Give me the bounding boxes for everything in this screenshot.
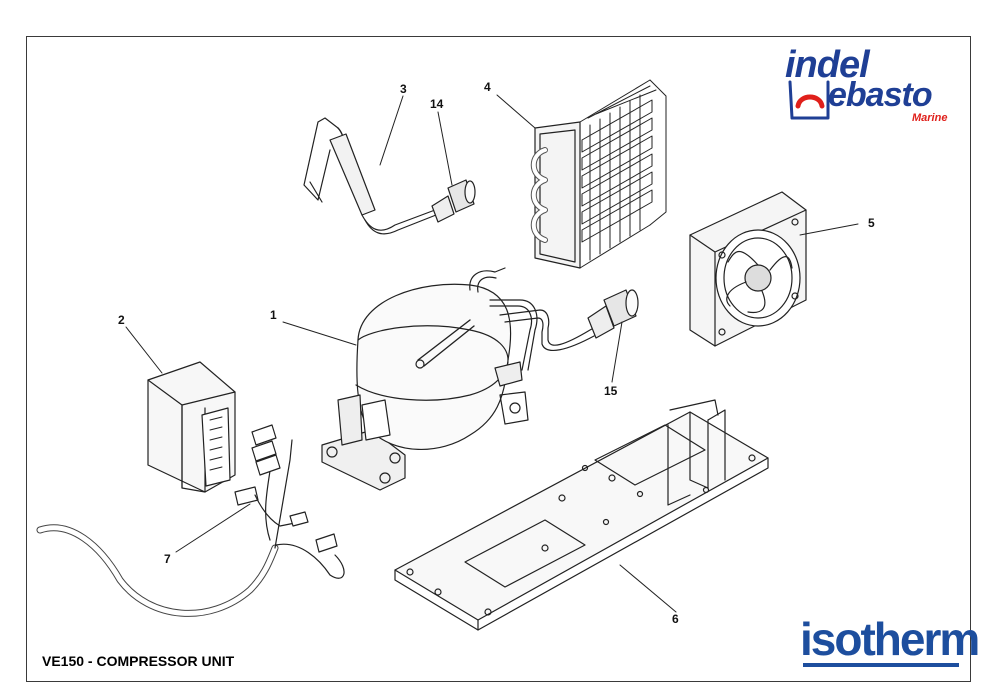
part-3-drier	[303, 117, 437, 235]
callout-1: 1	[270, 308, 277, 322]
part-15-valve	[587, 289, 639, 339]
part-1-compressor	[321, 267, 606, 491]
callout-6: 6	[672, 612, 679, 626]
callout-14: 14	[430, 97, 444, 111]
marine-logo-text: Marine	[912, 112, 948, 124]
callout-7: 7	[164, 552, 171, 566]
webasto-w-icon	[788, 80, 830, 120]
part-7-wiring	[36, 424, 345, 617]
part-5-fan	[689, 191, 807, 347]
diagram-title: VE150 - COMPRESSOR UNIT	[42, 653, 235, 669]
drawing-frame	[26, 36, 971, 682]
part-14-valve	[431, 179, 476, 223]
callout-4: 4	[484, 80, 491, 94]
isotherm-logo-text: isotherm	[800, 613, 980, 665]
indel-logo-text: indel	[785, 44, 870, 86]
callout-2: 2	[118, 313, 125, 327]
callout-15: 15	[604, 384, 618, 398]
part-4-condenser	[530, 79, 667, 269]
isotherm-underline	[803, 663, 959, 667]
callout-3: 3	[400, 82, 407, 96]
leader-lines	[125, 94, 859, 613]
webasto-logo-text: ebasto	[828, 76, 933, 114]
part-6-base-plate	[394, 399, 769, 631]
part-2-electronic-unit	[147, 361, 236, 493]
callout-5: 5	[868, 216, 875, 230]
